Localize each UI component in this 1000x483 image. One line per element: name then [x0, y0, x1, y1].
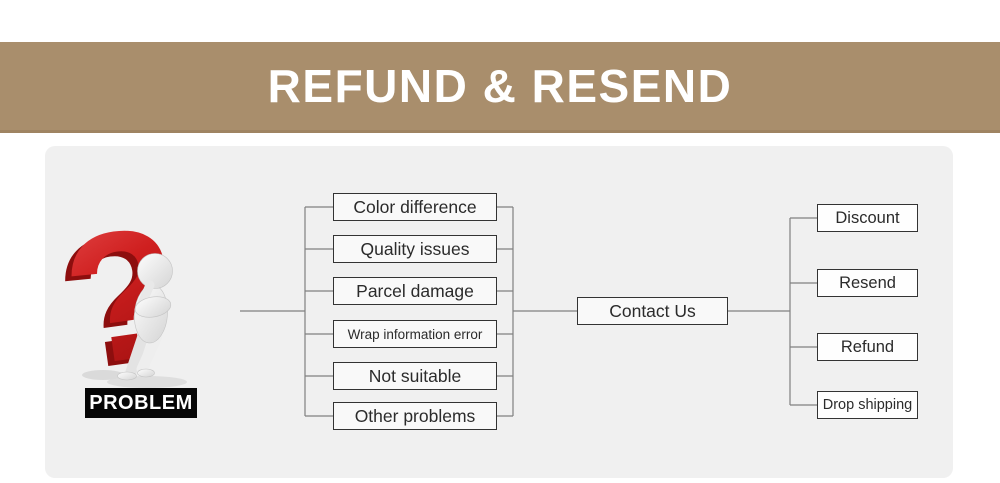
outcome-box-discount: Discount	[817, 204, 918, 232]
connector-lines	[240, 206, 817, 417]
problem-box-color-difference: Color difference	[333, 193, 497, 221]
outcome-box-drop-shipping: Drop shipping	[817, 391, 918, 419]
problem-illustration: ? ?	[46, 186, 253, 411]
banner-title: REFUND & RESEND	[267, 60, 733, 112]
outcome-box-resend: Resend	[817, 269, 918, 297]
flowchart-card: ? ? PROBLEM Color differenc	[45, 146, 953, 478]
problem-box-other-problems: Other problems	[333, 402, 497, 430]
shadow	[82, 370, 124, 380]
problem-box-parcel-damage: Parcel damage	[333, 277, 497, 305]
problem-box-not-suitable: Not suitable	[333, 362, 497, 390]
thinking-person-icon	[117, 253, 173, 381]
problem-box-wrap-information-error: Wrap information error	[333, 320, 497, 348]
outcome-box-refund: Refund	[817, 333, 918, 361]
problem-box-quality-issues: Quality issues	[333, 235, 497, 263]
problem-label: PROBLEM	[85, 388, 197, 418]
contact-us-box: Contact Us	[577, 297, 728, 325]
banner: REFUND & RESEND	[0, 42, 1000, 133]
